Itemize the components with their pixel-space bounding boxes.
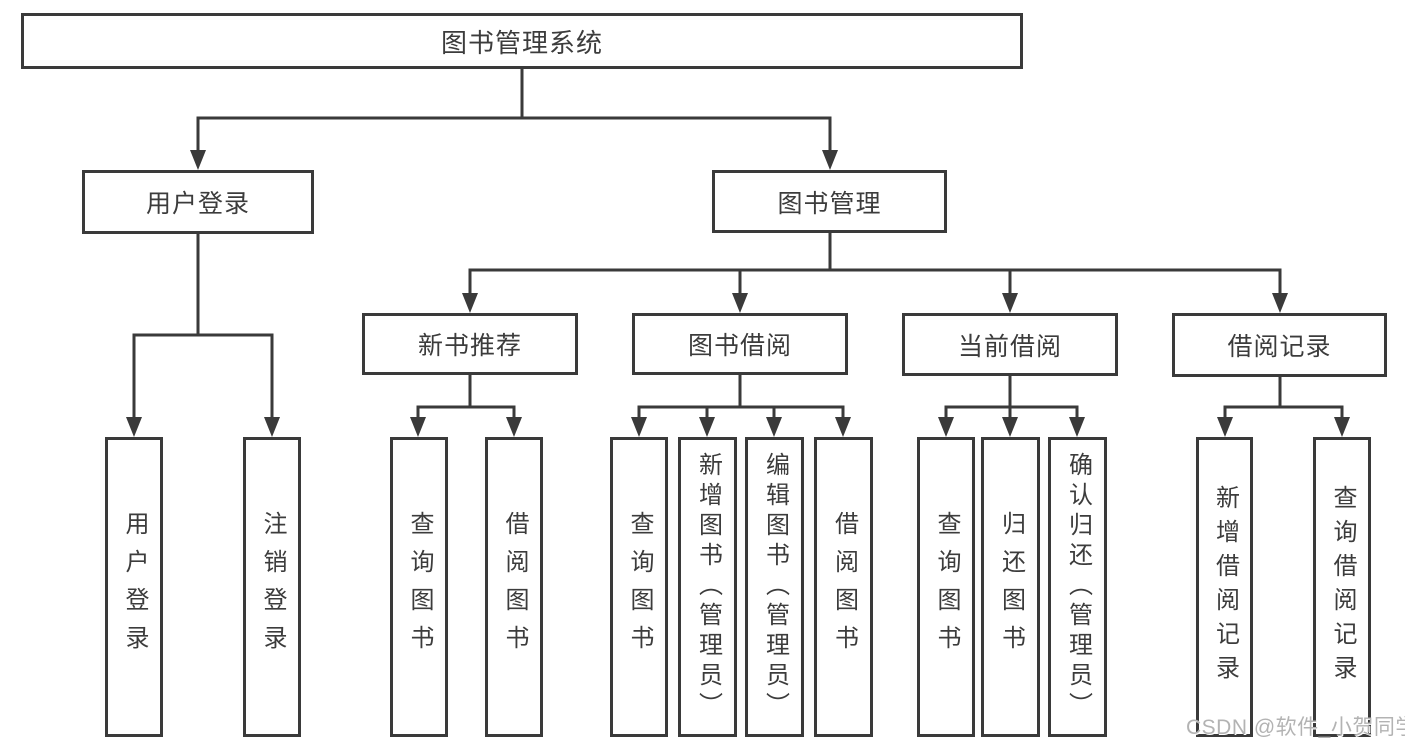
node-leaf-logout: 注销登录: [243, 437, 301, 737]
node-leaf-query-book-current-label: 查询图书: [933, 511, 960, 663]
node-book-management-label: 图书管理: [777, 189, 882, 218]
node-leaf-borrow-book-borrow: 借阅图书: [814, 437, 873, 737]
node-book-borrow: 图书借阅: [632, 313, 848, 375]
node-leaf-user-login-label: 用户登录: [121, 511, 148, 663]
node-leaf-query-book-recommend-label: 查询图书: [406, 511, 433, 663]
node-new-book-recommend: 新书推荐: [362, 313, 578, 375]
node-book-management: 图书管理: [712, 170, 947, 233]
node-leaf-return-book: 归还图书: [981, 437, 1040, 737]
node-leaf-user-login: 用户登录: [105, 437, 163, 737]
csdn-watermark: CSDN @软件_小贺同学: [1186, 716, 1405, 739]
node-leaf-logout-label: 注销登录: [259, 511, 286, 663]
node-leaf-add-book-admin: 新增图书（管理员）: [678, 437, 737, 737]
node-leaf-add-borrow-record: 新增借阅记录: [1196, 437, 1253, 737]
node-new-book-recommend-label: 新书推荐: [417, 332, 522, 360]
node-book-borrow-label: 图书借阅: [687, 332, 792, 360]
node-borrow-record-label: 借阅记录: [1227, 333, 1332, 361]
node-root: 图书管理系统: [21, 13, 1023, 69]
node-borrow-record: 借阅记录: [1172, 313, 1387, 377]
arrowheads: [126, 150, 1350, 437]
node-leaf-query-borrow-record-label: 查询借阅记录: [1329, 485, 1356, 689]
node-current-borrow: 当前借阅: [902, 313, 1118, 376]
node-leaf-confirm-return-admin-label: 确认归还（管理员）: [1064, 452, 1092, 722]
node-leaf-edit-book-admin-label: 编辑图书（管理员）: [761, 452, 789, 722]
node-leaf-query-book-borrow-label: 查询图书: [626, 511, 653, 663]
node-leaf-borrow-book-recommend: 借阅图书: [485, 437, 543, 737]
node-leaf-borrow-book-recommend-label: 借阅图书: [501, 511, 528, 663]
node-leaf-confirm-return-admin: 确认归还（管理员）: [1048, 437, 1107, 737]
node-current-borrow-label: 当前借阅: [957, 332, 1062, 361]
node-user-login-label: 用户登录: [145, 190, 250, 218]
node-leaf-edit-book-admin: 编辑图书（管理员）: [745, 437, 804, 737]
node-leaf-add-book-admin-label: 新增图书（管理员）: [694, 452, 722, 722]
node-leaf-query-book-recommend: 查询图书: [390, 437, 448, 737]
node-leaf-query-book-current: 查询图书: [917, 437, 975, 737]
node-leaf-return-book-label: 归还图书: [997, 511, 1025, 663]
node-leaf-query-borrow-record: 查询借阅记录: [1313, 437, 1371, 737]
node-root-label: 图书管理系统: [440, 27, 603, 58]
node-user-login: 用户登录: [82, 170, 314, 234]
node-leaf-borrow-book-borrow-label: 借阅图书: [830, 511, 858, 663]
node-leaf-add-borrow-record-label: 新增借阅记录: [1211, 485, 1239, 689]
node-leaf-query-book-borrow: 查询图书: [610, 437, 668, 737]
